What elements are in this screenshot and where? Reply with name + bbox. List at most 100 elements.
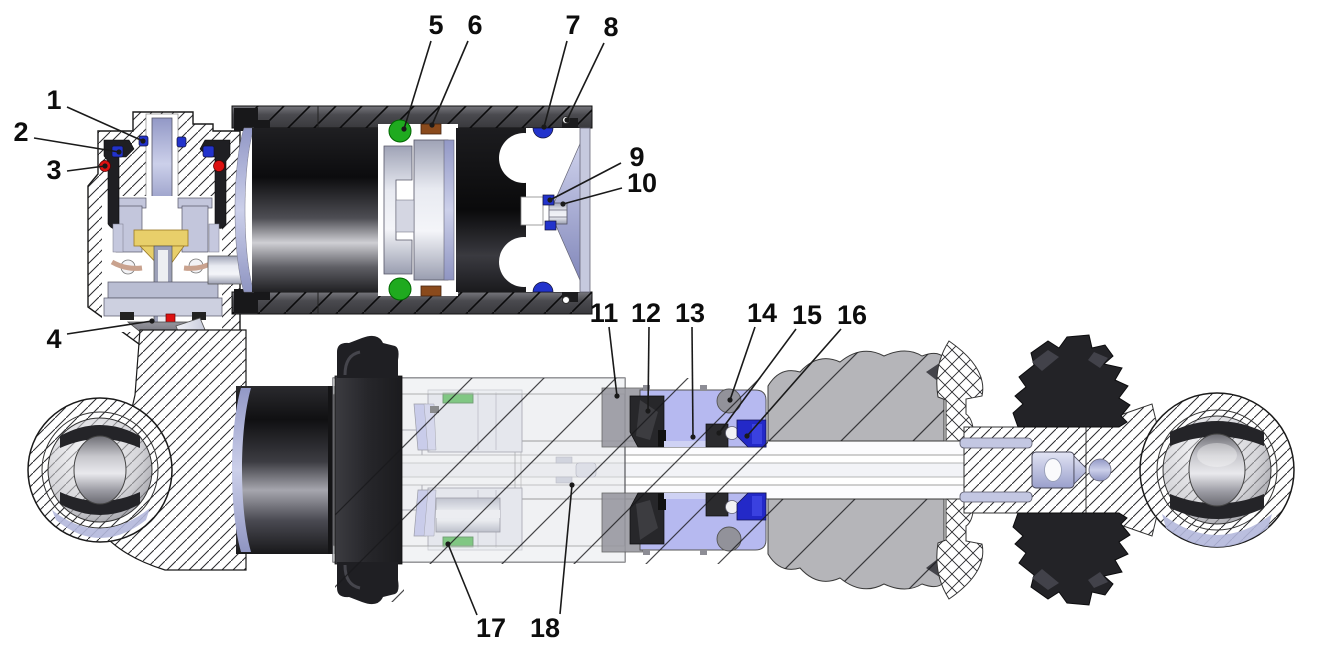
callout-leader-line xyxy=(718,328,797,434)
callout-4: 4 xyxy=(46,318,155,354)
right-eyelet xyxy=(1139,392,1295,548)
callout-number: 16 xyxy=(837,300,867,330)
callout-number: 8 xyxy=(603,12,618,42)
callout-15: 15 xyxy=(716,300,822,436)
callout-target-dot xyxy=(744,433,750,439)
callout-2: 2 xyxy=(13,117,122,155)
callout-leader-line xyxy=(447,543,478,616)
callout-number: 14 xyxy=(747,298,777,328)
callout-target-dot xyxy=(541,124,547,130)
callout-leader-line xyxy=(691,326,694,438)
callout-number: 7 xyxy=(565,10,580,40)
callout-number: 15 xyxy=(792,300,822,330)
callout-17: 17 xyxy=(445,541,506,643)
callout-leader-line xyxy=(559,484,573,615)
callout-number: 18 xyxy=(530,613,560,643)
callout-number: 11 xyxy=(590,298,619,328)
callout-leader-line xyxy=(647,326,650,412)
callout-target-dot xyxy=(102,163,108,169)
callout-target-dot xyxy=(727,397,733,403)
spring-collar xyxy=(334,335,403,605)
shaft-clevis xyxy=(959,403,1169,537)
callout-target-dot xyxy=(564,117,570,123)
bump-stop-rubber xyxy=(767,350,945,590)
callout-14: 14 xyxy=(727,298,777,403)
valve-spring-seat-yellow xyxy=(133,229,189,247)
body-head xyxy=(232,386,338,554)
main-seal-top xyxy=(705,423,729,448)
backup-ring-brown-bottom xyxy=(420,285,442,297)
callout-target-dot xyxy=(569,482,575,488)
callout-6: 6 xyxy=(429,10,483,128)
callout-leader-line xyxy=(729,326,756,401)
callout-11: 11 xyxy=(590,298,620,399)
bumper-clamp-top xyxy=(1012,334,1131,428)
oring-blue-body-right xyxy=(176,136,187,148)
callout-number: 9 xyxy=(629,142,644,172)
callout-target-dot xyxy=(116,149,122,155)
left-eyelet-bore xyxy=(73,435,127,505)
callout-target-dot xyxy=(445,541,451,547)
main-shock-assembly xyxy=(27,329,1295,606)
callout-16: 16 xyxy=(744,300,867,439)
callout-leader-line xyxy=(66,165,106,172)
seal-blue-cap-bottom xyxy=(532,281,554,293)
bleed-port-bottom xyxy=(562,296,570,304)
callout-13: 13 xyxy=(675,298,705,440)
callout-3: 3 xyxy=(46,155,108,185)
callout-target-dot xyxy=(547,197,553,203)
callout-number: 12 xyxy=(631,298,661,328)
seal-head-assembly xyxy=(629,385,767,555)
callout-target-dot xyxy=(140,138,146,144)
callout-target-dot xyxy=(716,430,722,436)
oring-green-bottom xyxy=(388,277,412,301)
seal-blue-right-clamp xyxy=(202,145,215,158)
callout-target-dot xyxy=(690,434,696,440)
callout-leader-line xyxy=(66,106,144,142)
callout-target-dot xyxy=(401,126,407,132)
callout-target-dot xyxy=(645,408,651,414)
callout-number: 13 xyxy=(675,298,705,328)
callout-number: 4 xyxy=(46,324,61,354)
bumper-clamp-bottom xyxy=(1012,512,1131,606)
callout-number: 17 xyxy=(476,613,506,643)
left-eyelet xyxy=(27,397,173,543)
seal-red-right-clamp xyxy=(213,160,225,172)
callout-number: 1 xyxy=(46,85,61,115)
valve-seal-blue-lower xyxy=(544,220,557,231)
callout-leader-line xyxy=(562,187,623,205)
callout-leader-line xyxy=(543,40,568,128)
callout-5: 5 xyxy=(401,10,444,132)
callout-1: 1 xyxy=(46,85,146,144)
reservoir-oil-chamber xyxy=(252,128,380,292)
callout-leader-line xyxy=(431,40,469,126)
callout-18: 18 xyxy=(530,482,575,643)
callout-leader-line xyxy=(549,162,622,201)
callout-target-dot xyxy=(560,201,566,207)
cross-pin-hole xyxy=(1044,458,1062,482)
reservoir-floating-piston xyxy=(378,119,458,301)
retainer-block-bottom xyxy=(234,289,258,313)
callout-8: 8 xyxy=(564,12,619,123)
callout-number: 6 xyxy=(467,10,482,40)
callout-number: 5 xyxy=(428,10,443,40)
callout-9: 9 xyxy=(547,142,645,203)
callout-target-dot xyxy=(429,122,435,128)
callout-12: 12 xyxy=(631,298,661,414)
callout-leader-line xyxy=(746,328,842,437)
oring-green-top xyxy=(388,119,412,143)
seal-head-oring-bottom xyxy=(716,526,742,552)
reservoir-tube xyxy=(231,105,593,315)
callout-leader-line xyxy=(66,320,153,335)
callout-number: 3 xyxy=(46,155,61,185)
callout-number: 10 xyxy=(627,168,657,198)
callout-target-dot xyxy=(614,393,620,399)
callout-leader-line xyxy=(403,40,432,130)
right-eyelet-bore xyxy=(1188,433,1246,507)
bump-washer-plate xyxy=(936,340,984,600)
callout-target-dot xyxy=(149,318,155,324)
callout-7: 7 xyxy=(541,10,581,130)
callout-leader-line xyxy=(608,326,618,397)
compression-valve-mechanism xyxy=(102,196,223,351)
